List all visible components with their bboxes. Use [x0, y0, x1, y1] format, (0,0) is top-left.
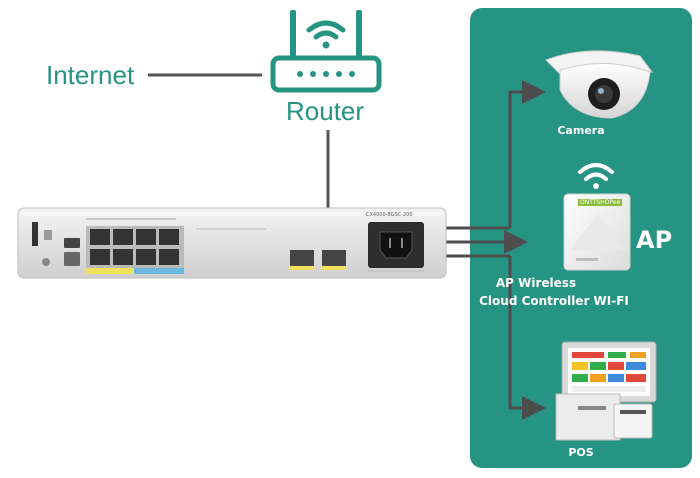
pos-label: POS — [568, 446, 594, 459]
router-label: Router — [286, 96, 365, 126]
access-point-icon — [563, 193, 631, 271]
dome-camera-icon — [545, 50, 654, 119]
ap-brand-label: ONTTSHOPee — [578, 199, 623, 206]
ap-big-label: AP — [636, 226, 673, 254]
camera-label: Camera — [557, 124, 605, 137]
internet-label: Internet — [46, 60, 135, 90]
cloud-controller-label: Cloud Controller WI-FI — [479, 294, 629, 308]
router-wifi-icon — [270, 10, 382, 93]
ap-wireless-label: AP Wireless — [495, 276, 577, 290]
pos-terminal-icon — [555, 341, 657, 441]
wifi-icon — [578, 163, 614, 189]
network-switch-icon — [17, 207, 447, 279]
switch-model-label: CX4000-8GSC-200 — [366, 212, 413, 218]
